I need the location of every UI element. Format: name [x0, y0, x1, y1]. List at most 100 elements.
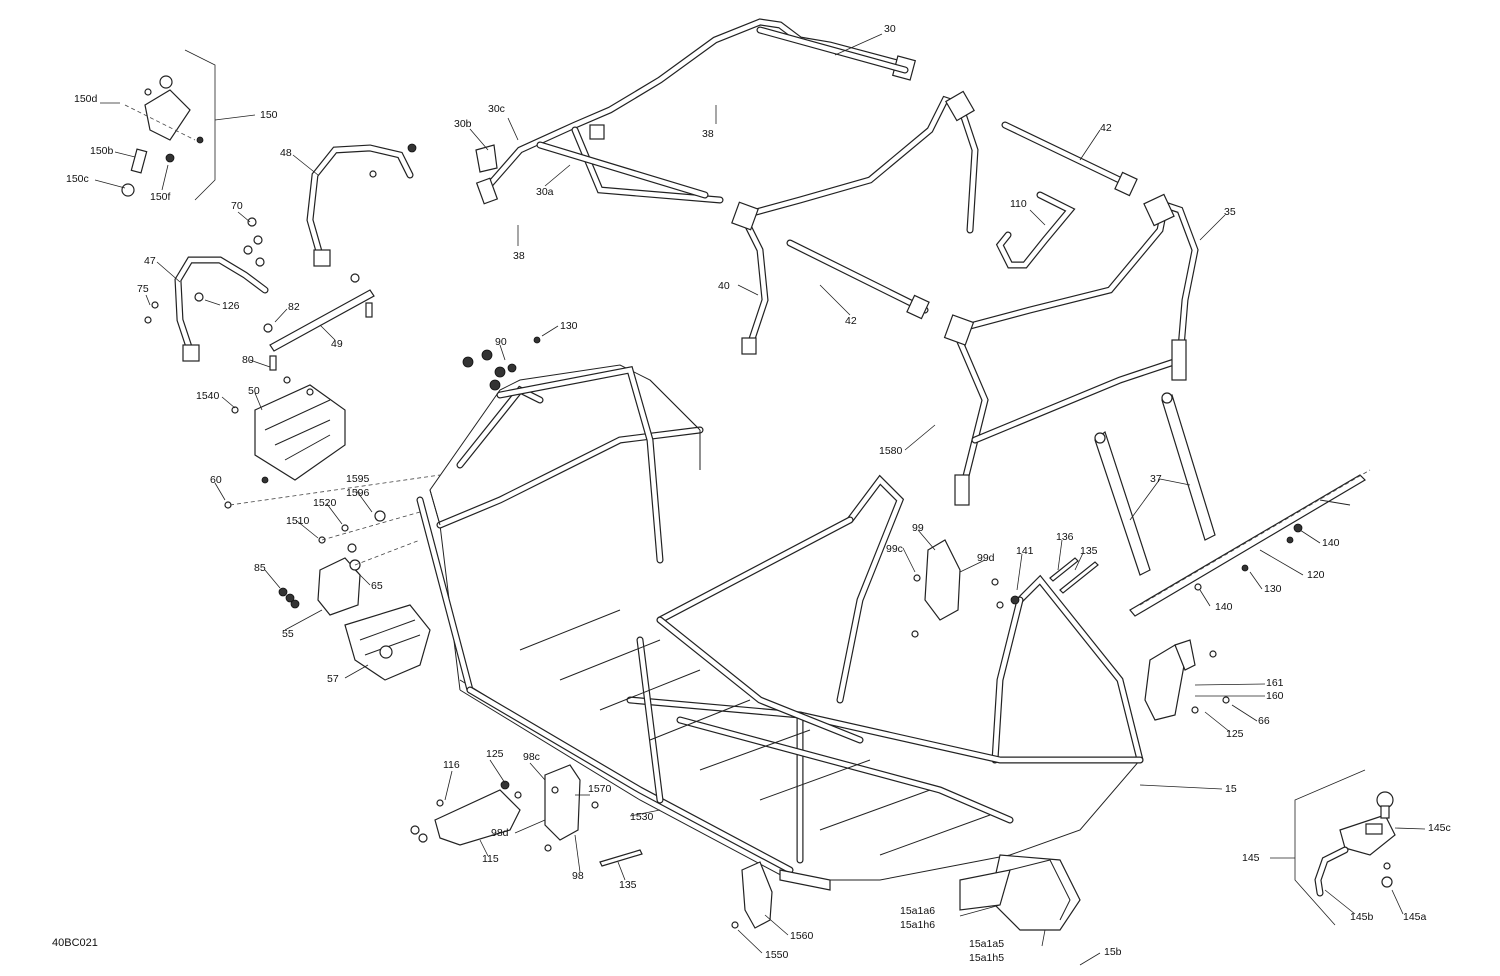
callout-48: 48: [280, 147, 292, 159]
bracket-99: [911, 539, 999, 638]
callout-98c: 98c: [523, 751, 540, 763]
small-fasteners-left: [224, 474, 441, 566]
callout-49: 49: [331, 338, 343, 350]
callout-15: 15: [1225, 783, 1237, 795]
callout-1530: 1530: [630, 811, 654, 823]
rear-hoop-35: [943, 193, 1199, 506]
callout-85: 85: [254, 562, 266, 574]
callout-40: 40: [718, 280, 730, 292]
callout-150d: 150d: [74, 93, 98, 105]
callout-60: 60: [210, 474, 222, 486]
callout-42-front: 42: [845, 315, 857, 327]
callout-1596: 1596: [346, 487, 370, 499]
callout-150b: 150b: [90, 145, 114, 157]
callout-160: 160: [1266, 690, 1284, 702]
callout-135-right: 135: [1080, 545, 1098, 557]
callout-15b: 15b: [1104, 946, 1122, 958]
callout-99c: 99c: [886, 543, 903, 555]
callout-150f: 150f: [150, 191, 171, 203]
callout-99d: 99d: [977, 552, 995, 564]
callout-145a: 145a: [1403, 911, 1427, 923]
callout-30b: 30b: [454, 118, 472, 130]
bracket-98: [544, 764, 599, 852]
bracket-161-160: [1144, 639, 1230, 721]
hardware-130-140: [1194, 523, 1303, 591]
callout-99: 99: [912, 522, 924, 534]
callout-82: 82: [288, 301, 300, 313]
roof-cross-tube-30-rear: [756, 26, 909, 74]
callout-65: 65: [371, 580, 383, 592]
callout-35: 35: [1224, 206, 1236, 218]
callout-66: 66: [1258, 715, 1270, 727]
callout-15a1h5: 15a1h5: [969, 952, 1005, 964]
callout-15a1a5: 15a1a5: [969, 938, 1005, 950]
callout-15a1a6: 15a1a6: [900, 905, 936, 917]
callout-75: 75: [137, 283, 149, 295]
callout-38-bottom: 38: [513, 250, 525, 262]
callout-37: 37: [1150, 473, 1162, 485]
bolts-135-136: [996, 557, 1099, 609]
callout-70: 70: [231, 200, 243, 212]
callout-141: 141: [1016, 545, 1034, 557]
callout-1580: 1580: [879, 445, 903, 457]
callout-120: 120: [1307, 569, 1325, 581]
callout-145b: 145b: [1350, 911, 1374, 923]
callout-116: 116: [443, 759, 460, 771]
callout-30a: 30a: [536, 186, 554, 198]
main-chassis-frame-15: [416, 364, 1144, 931]
callout-125-left: 125: [486, 748, 504, 760]
leader-lines: [94, 33, 1426, 966]
callout-30c: 30c: [488, 103, 505, 115]
callout-47: 47: [144, 255, 156, 267]
grab-handle-47: [144, 217, 269, 362]
mount-bracket-55: [278, 543, 361, 616]
bracket-49: [263, 273, 375, 371]
side-tube-42-rear: [1001, 121, 1138, 197]
callout-38-top: 38: [702, 128, 714, 140]
callout-57: 57: [327, 673, 339, 685]
rail-120: [1129, 469, 1371, 617]
callout-145: 145: [1242, 852, 1260, 864]
callout-1560: 1560: [790, 930, 814, 942]
callout-150: 150: [260, 109, 278, 121]
bracket-50: [231, 376, 346, 484]
callout-1510: 1510: [286, 515, 310, 527]
callout-98d: 98d: [491, 827, 509, 839]
roof-front-bar-30: [475, 18, 917, 205]
diagram-code: 40BC021: [52, 937, 98, 949]
callout-42-rear: 42: [1100, 122, 1112, 134]
bracket-1560: [731, 861, 773, 929]
bracket-assembly-150: [121, 49, 256, 201]
callout-136: 136: [1056, 531, 1074, 543]
callout-150c: 150c: [66, 173, 89, 185]
callout-1540: 1540: [196, 390, 220, 402]
callout-55: 55: [282, 628, 294, 640]
mount-bracket-57: [344, 604, 431, 681]
brace-110: [995, 191, 1076, 269]
callout-140-mid: 140: [1215, 601, 1233, 613]
callout-98: 98: [572, 870, 584, 882]
pin-135: [599, 849, 643, 867]
callout-1595: 1595: [346, 473, 370, 485]
shock-tubes-37: [1094, 392, 1216, 576]
bracket-30b: [475, 144, 498, 173]
hitch-145: [1270, 769, 1396, 926]
callout-140-right: 140: [1322, 537, 1340, 549]
callout-1550: 1550: [765, 949, 789, 961]
callout-110: 110: [1010, 198, 1027, 210]
middle-hoop-40: [731, 90, 979, 355]
roof-cross-tube-30a: [536, 141, 709, 199]
callout-30: 30: [884, 23, 896, 35]
hardware-90-130: [462, 336, 541, 391]
callout-15a1h6: 15a1h6: [900, 919, 936, 931]
callout-1520: 1520: [313, 497, 337, 509]
callout-125-right: 125: [1226, 728, 1244, 740]
callout-50: 50: [248, 385, 260, 397]
grab-handle-48: [306, 143, 417, 267]
callout-90: 90: [495, 336, 507, 348]
callout-1570: 1570: [588, 783, 612, 795]
callout-115: 115: [482, 853, 499, 865]
callout-130-top: 130: [560, 320, 578, 332]
